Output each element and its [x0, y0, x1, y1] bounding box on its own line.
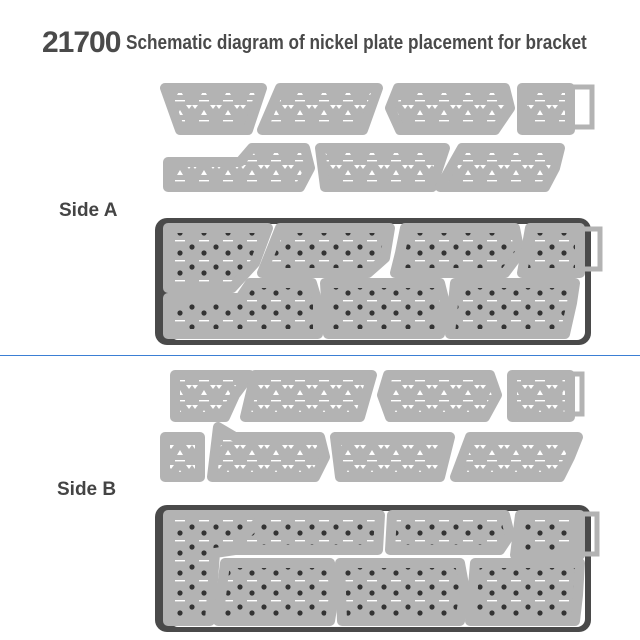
installed-nickel-plate — [385, 510, 515, 555]
installed-nickel-plate — [517, 223, 585, 278]
nickel-plate — [330, 432, 455, 482]
nickel-plate — [240, 370, 377, 422]
title-text: Schematic diagram of nickel plate placem… — [126, 31, 588, 54]
nickel-plate — [377, 370, 502, 422]
installed-nickel-plate — [465, 558, 585, 626]
installed-nickel-plate — [320, 278, 450, 339]
installed-nickel-plate — [227, 510, 385, 555]
installed-nickel-plate — [335, 558, 470, 626]
nickel-plate — [517, 83, 575, 135]
nickel-plate — [207, 422, 330, 482]
nickel-plate — [160, 83, 267, 135]
installed-nickel-plate — [390, 223, 525, 278]
installed-nickel-plate — [445, 278, 580, 339]
bracket-tab-outline — [572, 511, 600, 557]
nickel-plate — [170, 370, 255, 422]
nickel-plate — [450, 432, 583, 482]
side-a-label: Side A — [59, 200, 118, 221]
nickel-plate — [507, 370, 575, 422]
title-cell-model: 21700 — [42, 26, 121, 59]
installed-nickel-plate — [257, 223, 395, 278]
nickel-plate — [160, 432, 205, 482]
installed-nickel-plate — [163, 278, 323, 339]
nickel-plate — [315, 143, 450, 192]
bracket-tab-outline — [557, 371, 585, 417]
installed-nickel-plate — [510, 510, 585, 560]
nickel-plate — [385, 83, 515, 135]
bracket-tab-outline — [575, 226, 603, 272]
nickel-plate — [257, 83, 383, 135]
installed-nickel-plate — [163, 223, 273, 293]
installed-nickel-plate — [213, 558, 340, 626]
nickel-plate — [163, 143, 315, 192]
side-b-label: Side B — [57, 479, 117, 500]
section-divider — [0, 355, 640, 356]
nickel-plate — [435, 143, 565, 192]
bracket-tab-outline — [567, 84, 595, 130]
